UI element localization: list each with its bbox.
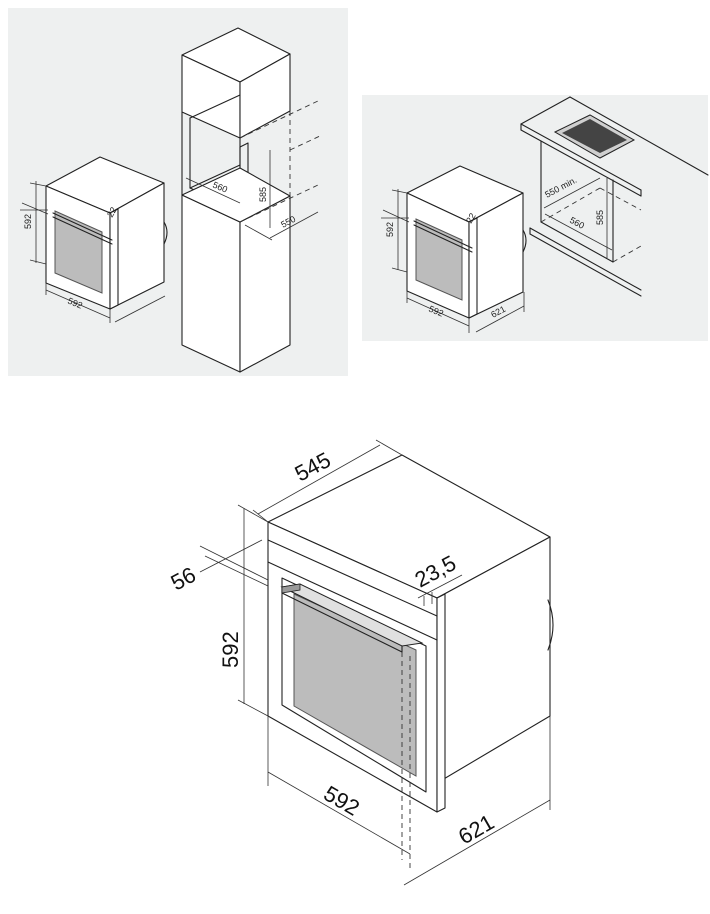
diagram1-handle-gap-label: 22 [105,205,119,219]
door-thickness-56-label: 56 [167,562,200,596]
oven-handle [280,583,424,653]
diagram1-height-label: 592 [23,214,33,229]
side-handle-icon [547,599,554,651]
small-oven-2 [406,165,527,319]
diagram2-height-label: 592 [385,222,395,237]
width-592-label: 592 [320,781,364,821]
height-592-label: 592 [218,631,243,668]
depth-545-label: 545 [291,447,335,486]
diagram-oven-dimensions: 545 592 56 23,5 592 621 [167,439,554,886]
large-oven [267,454,554,813]
depth-621-label: 621 [454,809,498,849]
tall-column-cabinet [181,27,321,373]
diagram1-niche-height-label: 585 [258,187,268,202]
diagram-column-installation: 592 592 22 [20,27,321,373]
diagram2-handle-gap-label: 22 [464,211,478,225]
small-oven-1 [45,156,168,310]
countertop [520,96,709,297]
diagram2-niche-height-label: 585 [595,210,605,225]
